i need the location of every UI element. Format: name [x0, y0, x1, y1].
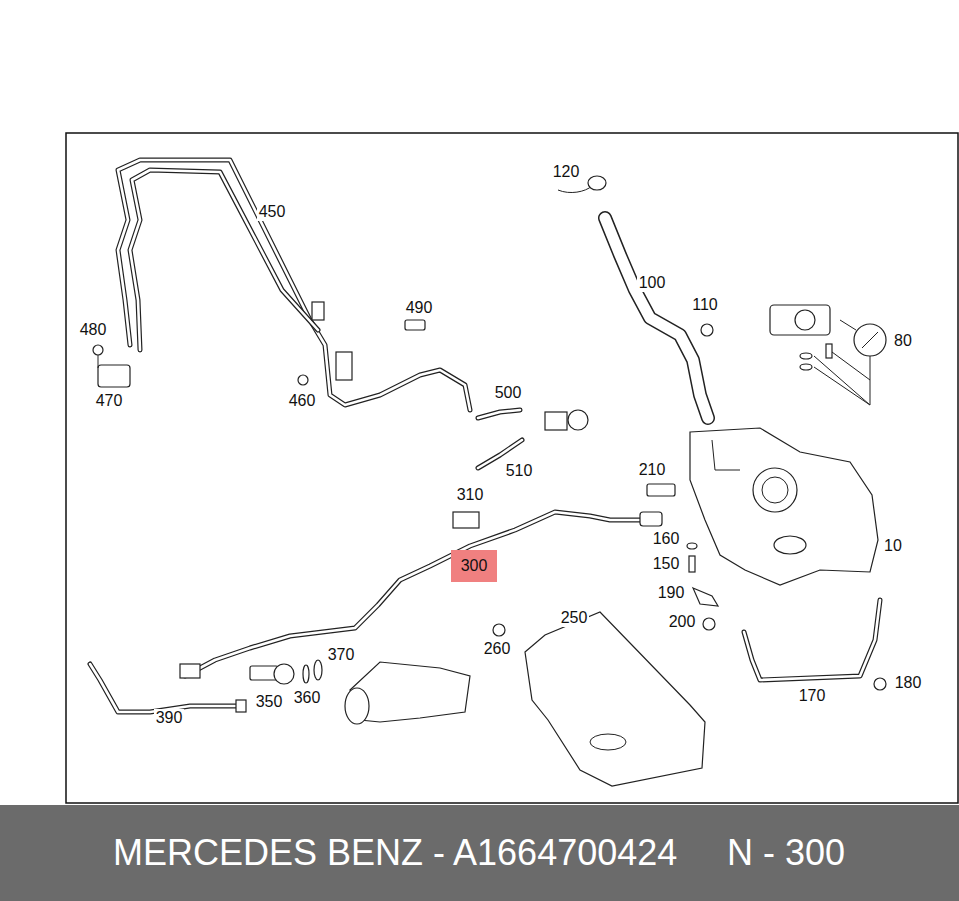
fuel-line — [90, 664, 238, 712]
callout-number: 460 — [287, 392, 318, 410]
callout-number: 80 — [892, 332, 914, 350]
washer — [800, 353, 812, 359]
fuel-line — [118, 160, 470, 410]
clip — [405, 320, 425, 330]
part-number-text: N - 300 — [727, 833, 845, 873]
line-connector — [236, 700, 246, 712]
tank-sender — [753, 468, 797, 512]
hose — [478, 410, 520, 418]
bolt-shank — [98, 355, 99, 368]
bolt — [689, 556, 695, 572]
part-number-text: MERCEDES BENZ - A1664700424 — [113, 833, 677, 873]
clip — [647, 484, 675, 496]
highlight-box: 300 — [451, 550, 497, 582]
line-connector — [312, 302, 324, 320]
tank-detail — [712, 440, 740, 470]
cap-tether — [558, 186, 592, 193]
filler-neck — [605, 218, 708, 418]
callout-number: 210 — [637, 461, 668, 479]
fuel-cap — [588, 176, 606, 190]
valve — [545, 412, 567, 430]
washer — [800, 364, 812, 370]
callout-number: 390 — [154, 709, 185, 727]
callout-number: 510 — [504, 462, 535, 480]
duct-opening — [345, 688, 369, 724]
nut — [874, 678, 886, 690]
bracket — [693, 588, 718, 606]
fuel-line — [130, 170, 318, 350]
seal-ring — [314, 660, 322, 680]
callout-number: 300 — [461, 557, 488, 575]
callout-number: 350 — [254, 693, 285, 711]
callout-number: 110 — [690, 296, 720, 314]
bolt — [298, 375, 308, 385]
callout-number: 360 — [292, 689, 323, 707]
washer — [687, 543, 697, 549]
tank-port — [774, 536, 806, 554]
tank-strap — [744, 600, 880, 680]
callout-number: 200 — [667, 613, 698, 631]
callout-number: 260 — [482, 640, 513, 658]
line-connector — [180, 664, 200, 678]
callout-number: 180 — [893, 674, 924, 692]
callout-number: 490 — [404, 299, 435, 317]
footer-band: MERCEDES BENZ - A1664700424 N - 300 — [0, 805, 959, 901]
diagram-frame — [66, 133, 958, 803]
bolt — [826, 344, 832, 358]
shield-detail — [590, 734, 626, 750]
callout-number: 450 — [257, 203, 288, 221]
callout-number: 480 — [78, 321, 109, 339]
bracket — [98, 365, 130, 387]
line-bracket — [336, 352, 352, 380]
line-connector — [640, 512, 662, 526]
pump-housing — [795, 310, 815, 330]
callout-number: 100 — [637, 274, 668, 292]
callout-number: 120 — [551, 163, 582, 181]
fuel-line — [130, 170, 318, 350]
callout-number: 160 — [651, 530, 682, 548]
nut — [701, 324, 713, 336]
fuel-pump — [770, 305, 830, 335]
bolt — [93, 345, 103, 355]
line-bracket — [453, 512, 479, 528]
callout-number: 10 — [882, 537, 904, 555]
hose — [478, 410, 520, 418]
callout-number: 150 — [651, 555, 682, 573]
fuel-tank — [690, 428, 878, 585]
nut — [493, 624, 505, 636]
callout-number: 370 — [326, 646, 357, 664]
callout-number: 190 — [656, 584, 687, 602]
fuel-line — [118, 160, 470, 410]
heat-shield — [525, 612, 705, 786]
seal-ring — [303, 665, 309, 683]
valve-body — [568, 410, 588, 430]
callout-number: 310 — [455, 486, 486, 504]
callout-number: 470 — [94, 392, 125, 410]
leader-line — [814, 320, 870, 405]
callout-number: 250 — [559, 609, 590, 627]
repair-symbol — [854, 324, 886, 356]
fuel-line — [90, 664, 238, 712]
tank-sender-ring — [762, 477, 788, 503]
callout-number: 500 — [493, 384, 524, 402]
nut — [703, 618, 715, 630]
tank-strap — [744, 600, 880, 680]
sensor-housing — [274, 664, 294, 684]
filler-neck — [605, 218, 708, 418]
callout-number: 170 — [797, 687, 828, 705]
wrench-icon — [862, 332, 878, 348]
